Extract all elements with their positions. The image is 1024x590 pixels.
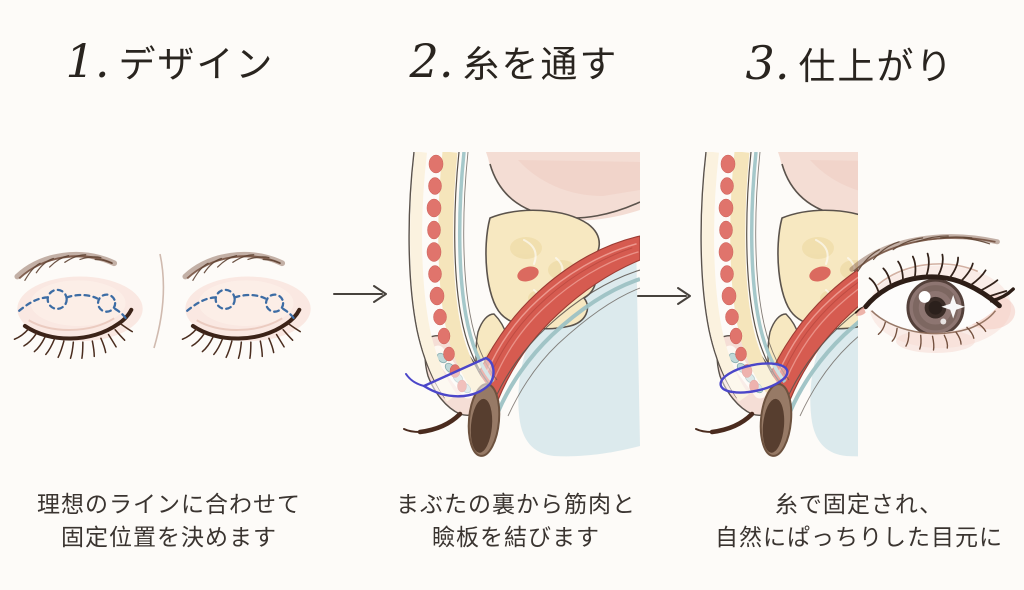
step-3-title: 仕上がり [798,45,955,88]
step-1-number: 1. [65,34,110,88]
step-2-number: 2. [409,34,454,88]
step-2-title: 糸を通す [462,43,619,86]
closed-eye-design-illustration-1 [4,232,156,380]
open-eye-illustration [842,208,1024,376]
eyelid-cross-section-finished [690,152,858,460]
caption-step-2-line-2: 瞼板を結びます [432,523,600,550]
step-3-number: 3. [745,36,790,90]
caption-step-1: 理想のラインに合わせて 固定位置を決めます [18,488,320,553]
caption-step-2-line-1: まぶたの裏から筋肉と [396,491,636,517]
caption-step-3-line-2: 自然にぱっちりした目元に [715,523,1003,550]
step-2-heading: 2. 糸を通す [398,38,630,87]
eyelid-cross-section-finished-wrap [690,152,858,460]
step-1-title: デザイン [118,43,275,86]
caption-step-1-line-1: 理想のラインに合わせて [37,491,301,517]
step-3-heading: 3. 仕上がり [738,40,962,89]
nose-contour-line [153,253,165,349]
suture-loop-icon [405,356,495,398]
suture-knot-icon [719,362,789,394]
arrow-right-icon-1 [332,282,396,306]
closed-eye-design-illustration-2 [172,232,324,380]
caption-step-3: 糸で固定され、 自然にぱっちりした目元に [698,488,1020,553]
caption-step-1-line-2: 固定位置を決めます [61,523,277,550]
caption-step-3-line-1: 糸で固定され、 [774,491,944,517]
eyelid-cross-section-threading [398,152,640,460]
step-1-heading: 1. デザイン [58,38,282,87]
caption-step-2: まぶたの裏から筋肉と 瞼板を結びます [370,488,662,553]
